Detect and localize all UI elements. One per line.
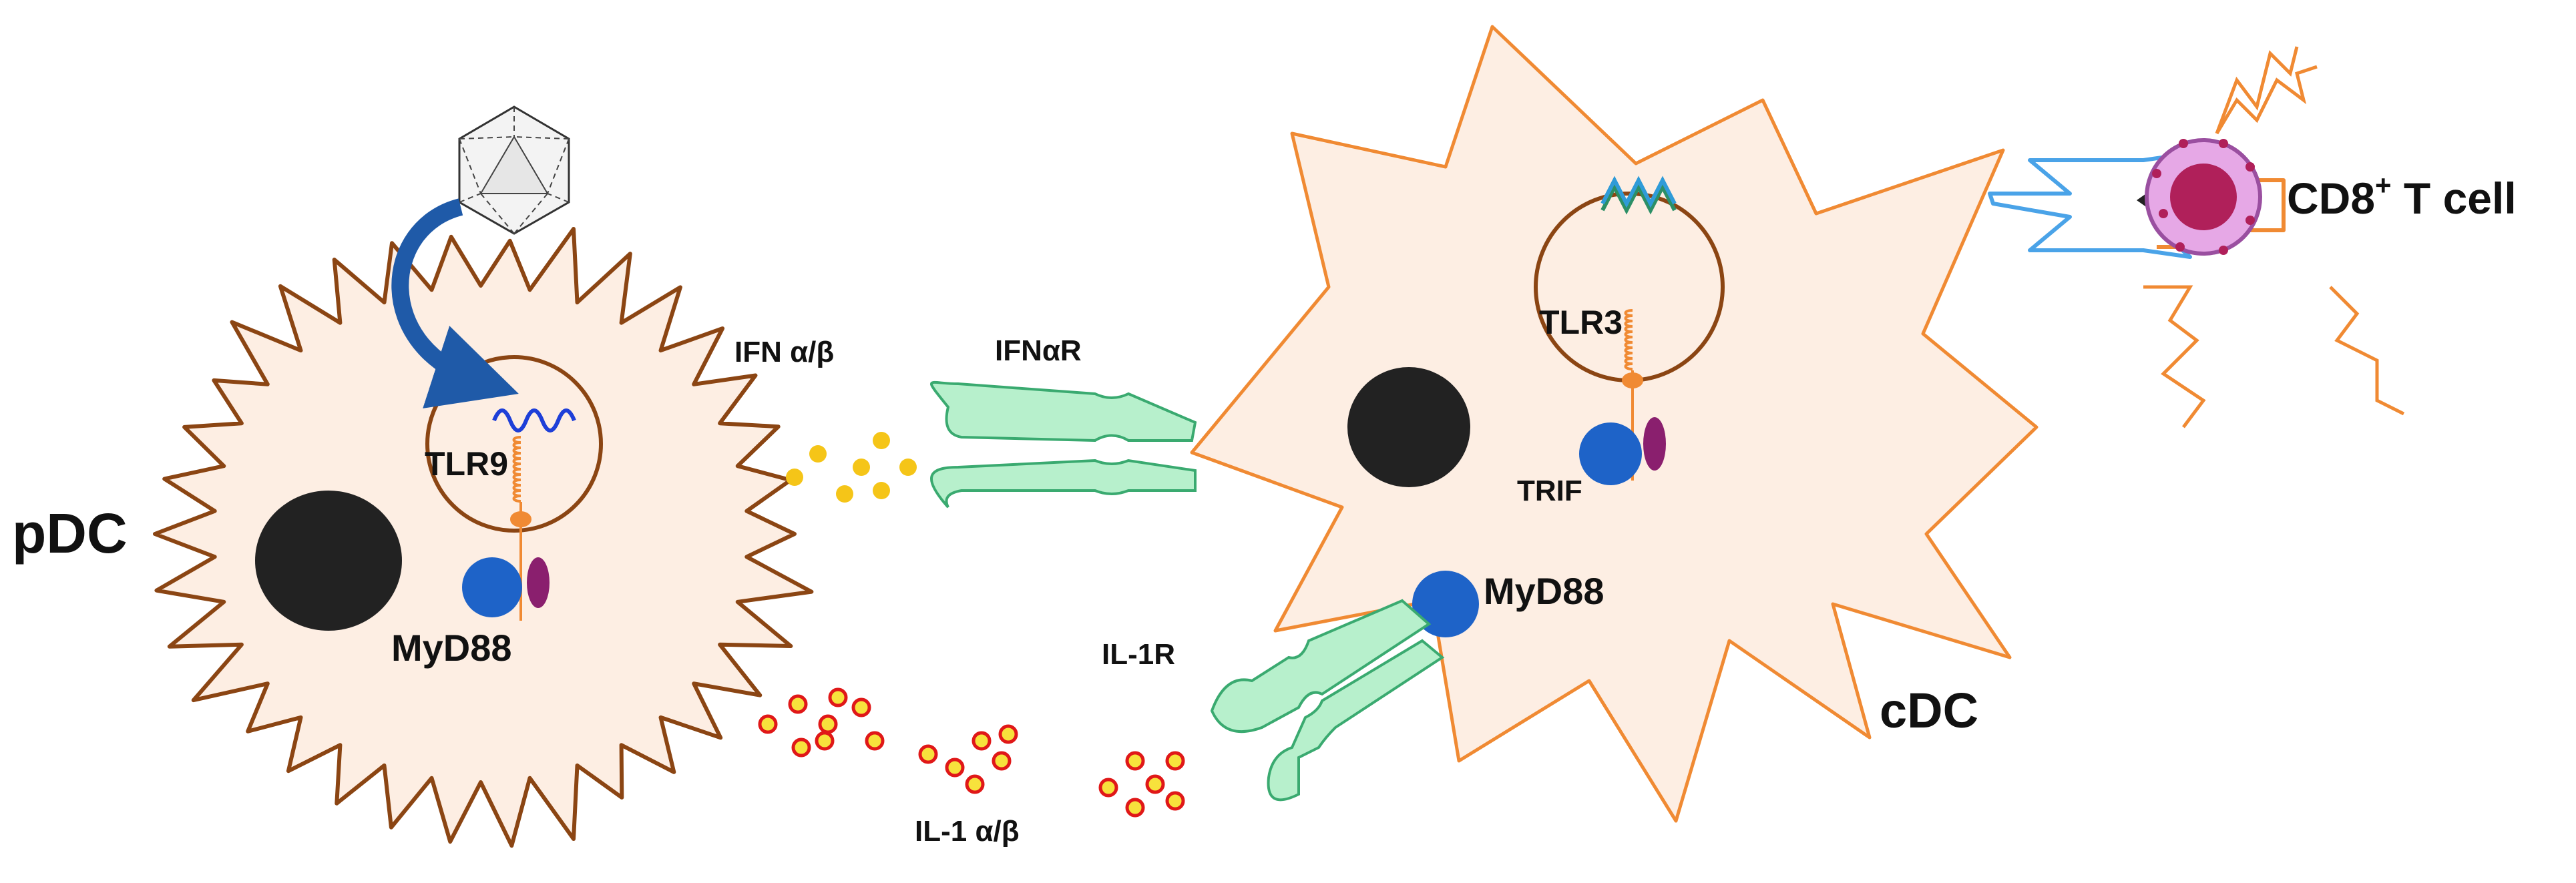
il1-molecule <box>992 751 1012 771</box>
il1-molecule <box>1125 798 1145 818</box>
il1-molecule <box>1165 791 1185 811</box>
il1r-label: IL-1R <box>1102 638 1175 671</box>
il1-molecule <box>758 714 778 734</box>
tlr3-receptor <box>1622 309 1643 481</box>
ifn-molecule <box>873 432 890 449</box>
il1-molecule <box>788 694 808 714</box>
ifn-molecule <box>853 459 870 476</box>
il1-molecule <box>851 697 871 717</box>
ifnar-label: IFNαR <box>995 334 1082 367</box>
dna-icon <box>492 408 576 432</box>
myd88-cdc-label: MyD88 <box>1484 570 1604 612</box>
virus-entry-arrow <box>391 198 519 408</box>
ifn-molecule <box>836 485 853 503</box>
il1-molecule <box>865 731 885 751</box>
il1-molecule <box>1125 751 1145 771</box>
virus-icosahedron-icon <box>458 105 570 235</box>
il1-molecule <box>1098 778 1118 798</box>
il1-molecule <box>815 731 835 751</box>
cd8-t-cell-label: CD8+ T cell <box>2287 170 2517 223</box>
il1-molecule <box>965 774 985 794</box>
cdc-cell: TLR3 TRIF MyD88 cDC <box>1190 25 2038 823</box>
il1-molecule <box>828 687 848 707</box>
il1-molecule <box>791 738 811 758</box>
ifn-molecule <box>873 482 890 499</box>
trif-protein <box>1579 422 1642 485</box>
ifn-molecule <box>899 459 917 476</box>
t-cell-nucleus <box>2170 164 2237 230</box>
ifn-molecule <box>786 469 803 486</box>
pdc-nucleus <box>255 491 402 631</box>
il1-molecule <box>818 714 838 734</box>
tlr9-receptor <box>510 436 531 621</box>
dsrna-icon <box>1600 176 1677 215</box>
il1-molecule <box>1165 751 1185 771</box>
myd88-pdc-label: MyD88 <box>391 627 512 669</box>
il1-dots <box>758 687 1185 818</box>
tlr9-label: TLR9 <box>425 445 508 483</box>
il1-molecule <box>972 731 992 751</box>
cd8-t-cell: CD8+ T cell <box>2143 46 2517 428</box>
cdc-label: cDC <box>1880 683 1978 738</box>
cdc-nucleus <box>1347 367 1470 487</box>
il1-molecule <box>998 724 1018 744</box>
il1-label: IL-1 α/β <box>915 815 1020 848</box>
myd88-protein <box>1412 571 1479 637</box>
il1r-receptor <box>1210 599 1445 802</box>
tlr3-label: TLR3 <box>1539 304 1623 341</box>
il1-molecule <box>945 758 965 778</box>
myd88-protein <box>462 557 522 617</box>
adaptor-protein <box>1643 417 1666 471</box>
pdc-label: pDC <box>12 502 128 565</box>
pdc-membrane <box>153 227 814 848</box>
ifn-label: IFN α/β <box>734 336 834 368</box>
il1-molecule <box>1145 774 1165 794</box>
ifn-dots <box>786 432 917 503</box>
ifnar-receptor <box>929 380 1197 509</box>
il1-molecule <box>918 744 938 764</box>
ifn-molecule <box>809 445 827 463</box>
trif-label: TRIF <box>1517 475 1582 507</box>
adaptor-protein <box>527 557 550 608</box>
